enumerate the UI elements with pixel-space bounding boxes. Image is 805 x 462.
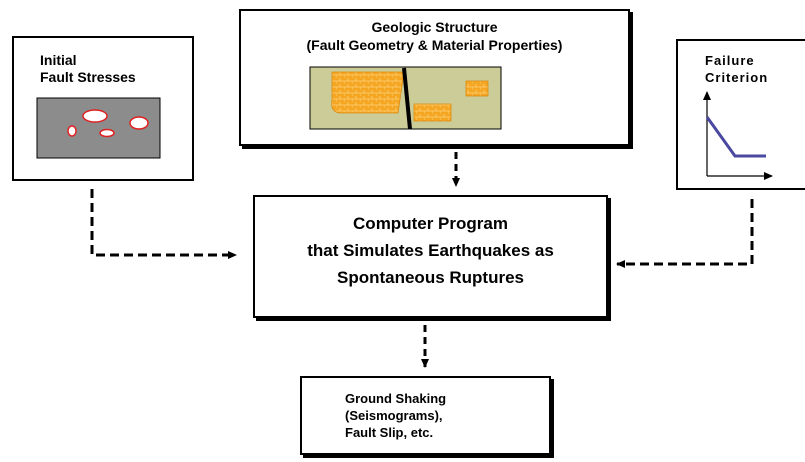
- criterion-curve: [705, 116, 766, 158]
- rock-body: [465, 80, 489, 97]
- failure-criterion-title: Failure Criterion: [705, 53, 769, 85]
- rock-body: [331, 71, 405, 114]
- fault-line: [402, 67, 412, 130]
- initial-stresses-title: Initial Fault Stresses: [40, 52, 136, 85]
- stress-ellipse: [82, 109, 108, 123]
- geologic-structure-title: Geologic Structure (Fault Geometry & Mat…: [306, 19, 563, 53]
- stress-ellipse: [99, 128, 115, 138]
- stress-ellipse: [67, 125, 77, 137]
- failure-criterion-box: [676, 39, 805, 190]
- arrow-stresses-to-program: [90, 189, 237, 259]
- computer-program-box: [253, 195, 608, 318]
- computer-program-title: Computer Program that Simulates Earthqua…: [307, 214, 554, 287]
- ground-shaking-title: Ground Shaking (Seismograms), Fault Slip…: [345, 391, 447, 440]
- rock-body: [413, 103, 452, 122]
- arrow-criterion-to-program: [616, 199, 754, 268]
- ground-shaking-box: [300, 376, 551, 455]
- stress-ellipse: [129, 116, 149, 130]
